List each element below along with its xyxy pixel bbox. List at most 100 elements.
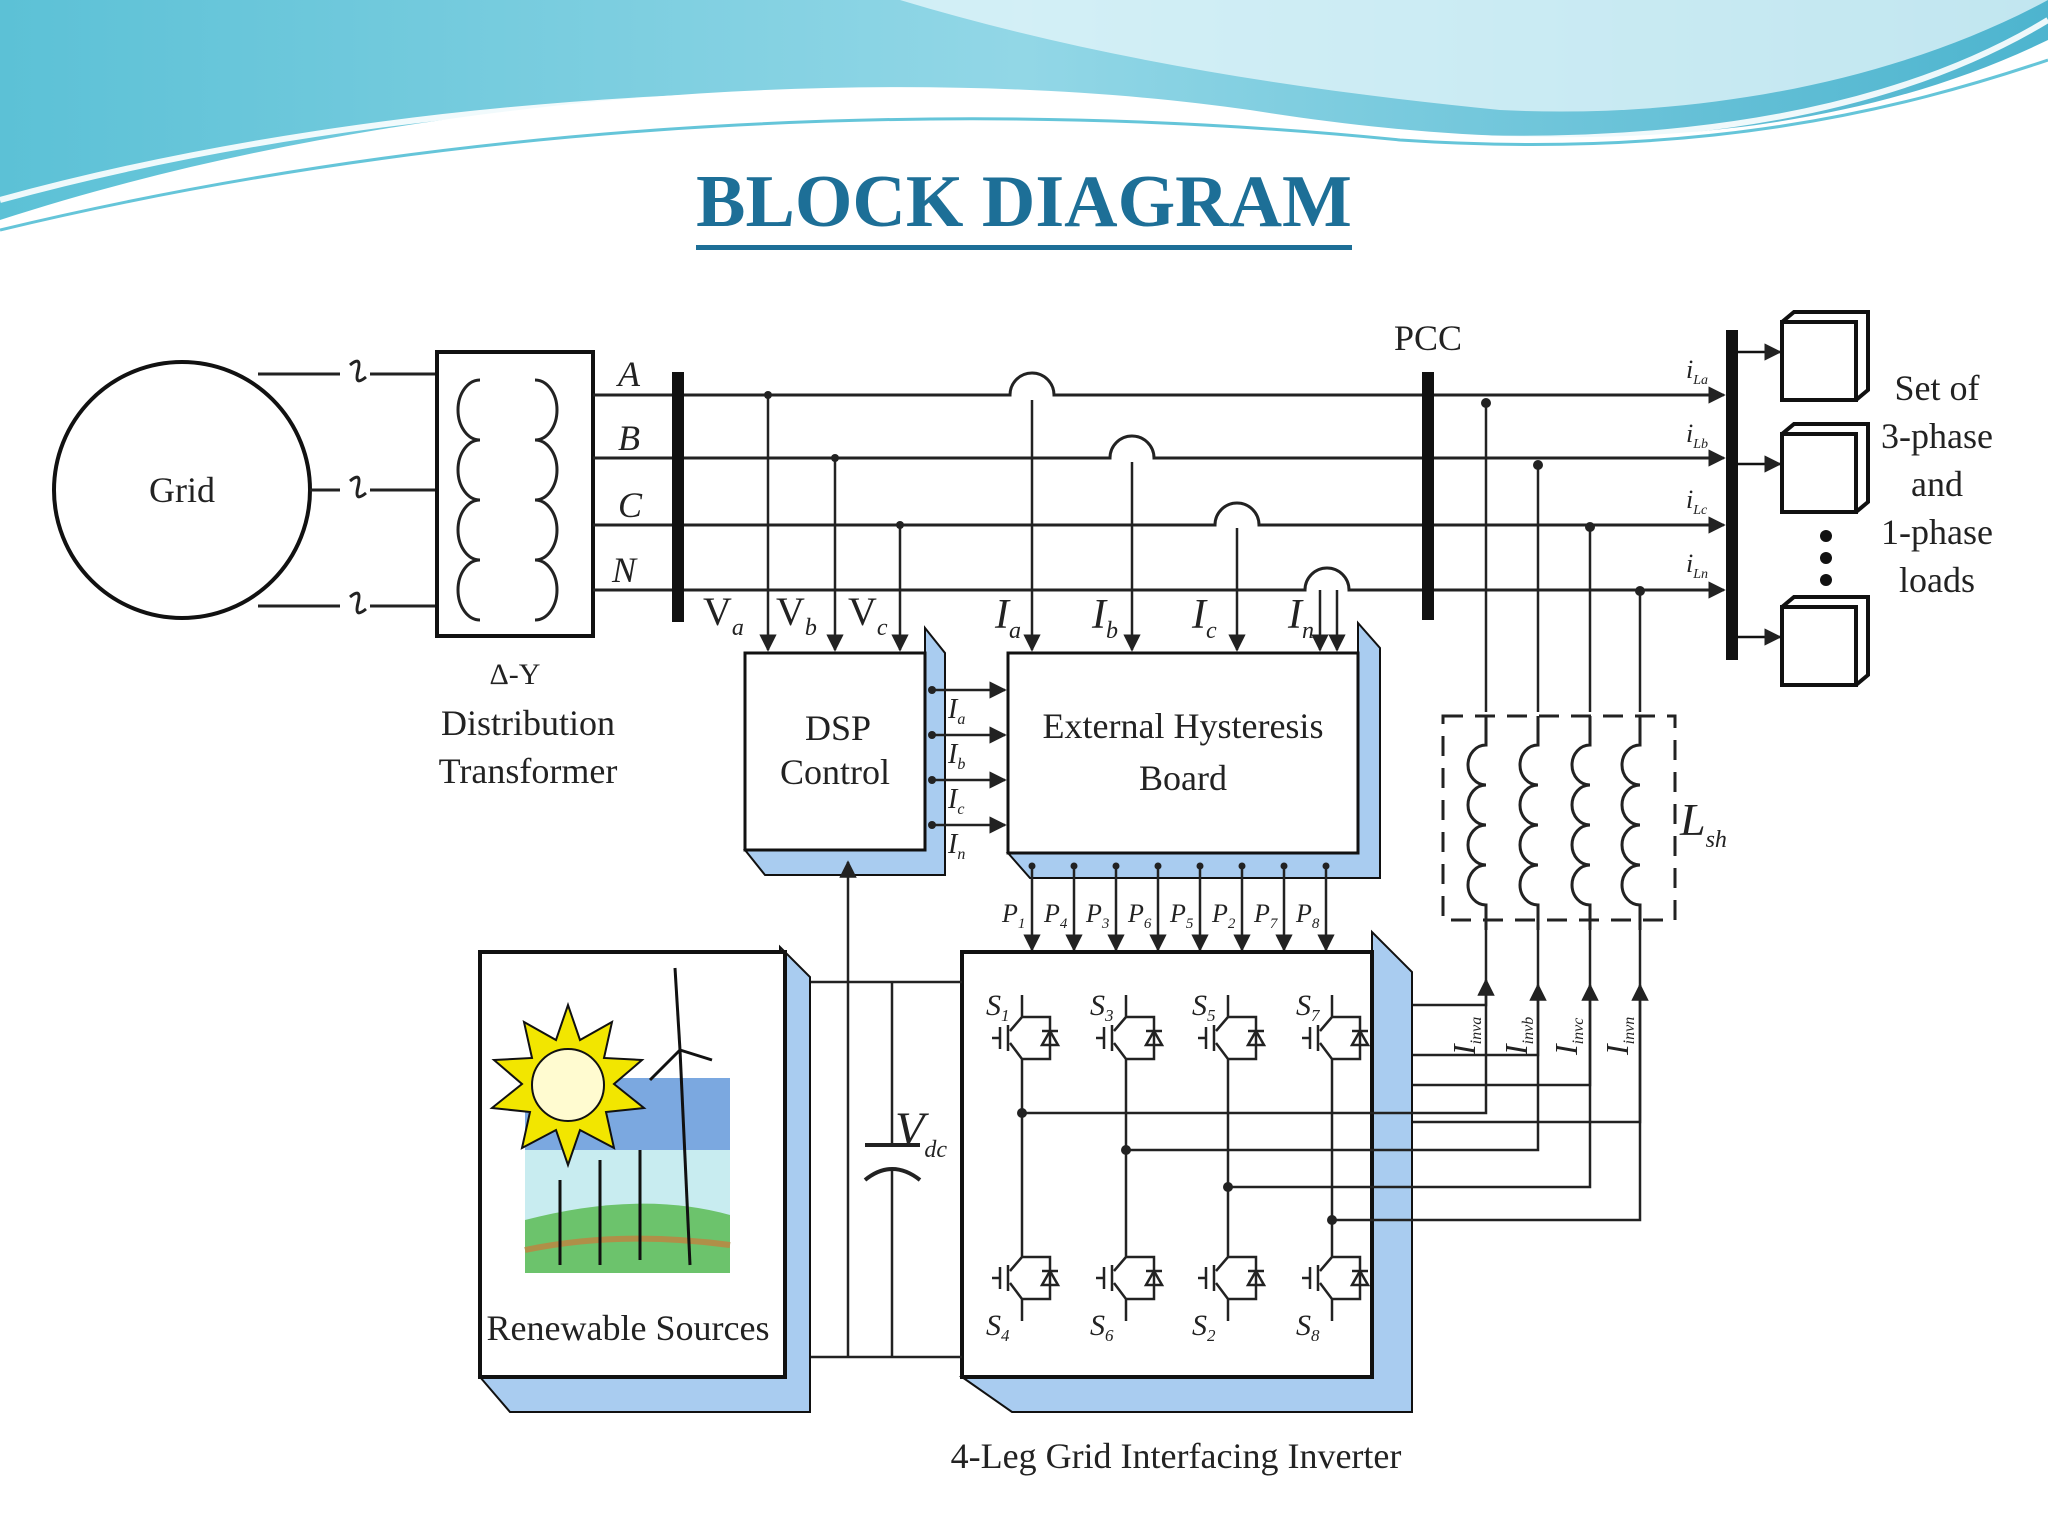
inductor-coil-2 bbox=[1518, 716, 1540, 930]
renewable-label: Renewable Sources bbox=[487, 1308, 770, 1348]
dsp-output-a: I bbox=[947, 694, 959, 725]
svg-text:Vdc: Vdc bbox=[895, 1103, 947, 1163]
pulse-lines bbox=[1023, 862, 1335, 952]
switch-label-top-2: S3 bbox=[1090, 989, 1114, 1025]
switch-bottom-4 bbox=[1302, 1235, 1371, 1321]
pulse-label-1: P1 bbox=[1001, 899, 1025, 932]
switch-bottom-3 bbox=[1198, 1235, 1267, 1321]
svg-text:Va: Va bbox=[703, 589, 744, 641]
voltage-label-b: V bbox=[776, 589, 805, 634]
dsp-output-c: I bbox=[947, 784, 959, 815]
load-current-arrows bbox=[1660, 386, 1726, 599]
svg-text:Iinvb: Iinvb bbox=[1498, 1017, 1537, 1056]
inductor-label: L bbox=[1679, 794, 1706, 845]
inductor-coil-3 bbox=[1570, 716, 1592, 930]
switch-label-bottom-2: S6 bbox=[1090, 1309, 1114, 1345]
current-sensing bbox=[1023, 400, 1346, 652]
hysteresis-board: External Hysteresis Board bbox=[1005, 620, 1381, 879]
transformer-label-line1: Distribution bbox=[441, 703, 615, 743]
phase-label-a: A bbox=[616, 354, 641, 394]
svg-text:and: and bbox=[1911, 464, 1963, 504]
svg-text:Iinvc: Iinvc bbox=[1548, 1018, 1587, 1056]
dc-link bbox=[797, 860, 962, 1359]
dsp-output-dots bbox=[928, 686, 936, 829]
svg-text:Iinva: Iinva bbox=[1446, 1017, 1485, 1056]
inductor-coil-1 bbox=[1466, 716, 1488, 930]
leg-to-output-lines bbox=[1022, 1005, 1642, 1222]
voltage-tap-dots bbox=[764, 391, 904, 529]
grid-source: Grid bbox=[52, 359, 435, 620]
svg-text:Ib: Ib bbox=[947, 739, 965, 773]
current-label-n: I bbox=[1287, 592, 1304, 638]
load-box-3 bbox=[1780, 595, 1870, 687]
source-bus bbox=[672, 372, 684, 622]
dsp-label-line1: DSP bbox=[805, 708, 871, 748]
pulse-label-4: P6 bbox=[1127, 899, 1152, 932]
pulse-label-7: P7 bbox=[1253, 899, 1279, 932]
phase-labels: A B C N bbox=[611, 354, 643, 590]
voltage-labels: Va Vb Vc bbox=[703, 589, 888, 641]
phase-label-c: C bbox=[618, 485, 643, 525]
svg-text:Ic: Ic bbox=[1191, 592, 1217, 644]
svg-text:1-phase: 1-phase bbox=[1881, 512, 1993, 552]
renewable-illustration bbox=[489, 967, 731, 1273]
pulse-label-6: P2 bbox=[1211, 899, 1236, 932]
switch-bottom-2 bbox=[1096, 1235, 1165, 1321]
load-current-a: i bbox=[1686, 355, 1693, 384]
pcc-label: PCC bbox=[1394, 318, 1462, 358]
current-labels: Ia Ib Ic In bbox=[994, 592, 1314, 644]
slide-title: BLOCK DIAGRAM bbox=[0, 160, 2048, 250]
pulse-label-5: P5 bbox=[1169, 899, 1194, 932]
switch-top-2 bbox=[1096, 995, 1165, 1081]
svg-text:Ia: Ia bbox=[994, 592, 1021, 644]
svg-text:Vc: Vc bbox=[848, 589, 888, 641]
current-label-b: I bbox=[1091, 592, 1108, 638]
inverter-label: 4-Leg Grid Interfacing Inverter bbox=[951, 1436, 1402, 1476]
inverter-current-n: I bbox=[1599, 1043, 1635, 1056]
load-bus bbox=[1726, 330, 1738, 660]
header-waves bbox=[0, 0, 2048, 232]
dsp-control-block: DSP Control bbox=[742, 625, 946, 876]
dsp-output-arrows bbox=[930, 681, 1007, 834]
vdc-label: V bbox=[895, 1103, 929, 1156]
switch-label-bottom-1: S4 bbox=[986, 1309, 1010, 1345]
phase-lines bbox=[593, 371, 1720, 592]
grid-label: Grid bbox=[149, 470, 215, 510]
load-current-labels: iLa iLb iLc iLn bbox=[1686, 355, 1708, 582]
switch-label-bottom-3: S2 bbox=[1192, 1309, 1216, 1345]
renewable-sources-block: Renewable Sources bbox=[477, 944, 811, 1413]
svg-text:Ia: Ia bbox=[947, 694, 965, 728]
load-current-n: i bbox=[1686, 549, 1693, 578]
load-current-b: i bbox=[1686, 419, 1693, 448]
svg-text:Vb: Vb bbox=[776, 589, 817, 641]
current-label-c: I bbox=[1191, 592, 1208, 638]
svg-text:iLn: iLn bbox=[1686, 549, 1708, 582]
wind-turbine-icon bbox=[558, 967, 713, 1266]
svg-text:In: In bbox=[1287, 592, 1314, 644]
voltage-sensing bbox=[759, 395, 909, 652]
distribution-transformer: Δ-Y Distribution Transformer bbox=[435, 350, 617, 791]
pcc-tap-dots bbox=[1481, 398, 1645, 596]
pulse-label-2: P4 bbox=[1043, 899, 1068, 932]
svg-text:Lsh: Lsh bbox=[1679, 794, 1727, 853]
current-label-a: I bbox=[994, 592, 1011, 638]
inductor-coil-4 bbox=[1620, 716, 1642, 930]
pulse-label-3: P3 bbox=[1085, 899, 1109, 932]
switch-label-bottom-4: S8 bbox=[1296, 1309, 1320, 1345]
inverter-current-b: I bbox=[1498, 1043, 1534, 1056]
svg-text:iLb: iLb bbox=[1686, 419, 1708, 452]
svg-text:Set of: Set of bbox=[1895, 368, 1980, 408]
svg-text:iLc: iLc bbox=[1686, 485, 1708, 518]
svg-text:3-phase: 3-phase bbox=[1881, 416, 1993, 456]
dsp-output-b: I bbox=[947, 739, 959, 770]
sun-icon bbox=[489, 1001, 647, 1169]
pcc-bus bbox=[1422, 372, 1434, 620]
switch-bottom-1 bbox=[992, 1235, 1061, 1321]
svg-text:iLa: iLa bbox=[1686, 355, 1708, 388]
dsp-label-line2: Control bbox=[780, 752, 890, 792]
inverter-current-c: I bbox=[1548, 1043, 1584, 1056]
